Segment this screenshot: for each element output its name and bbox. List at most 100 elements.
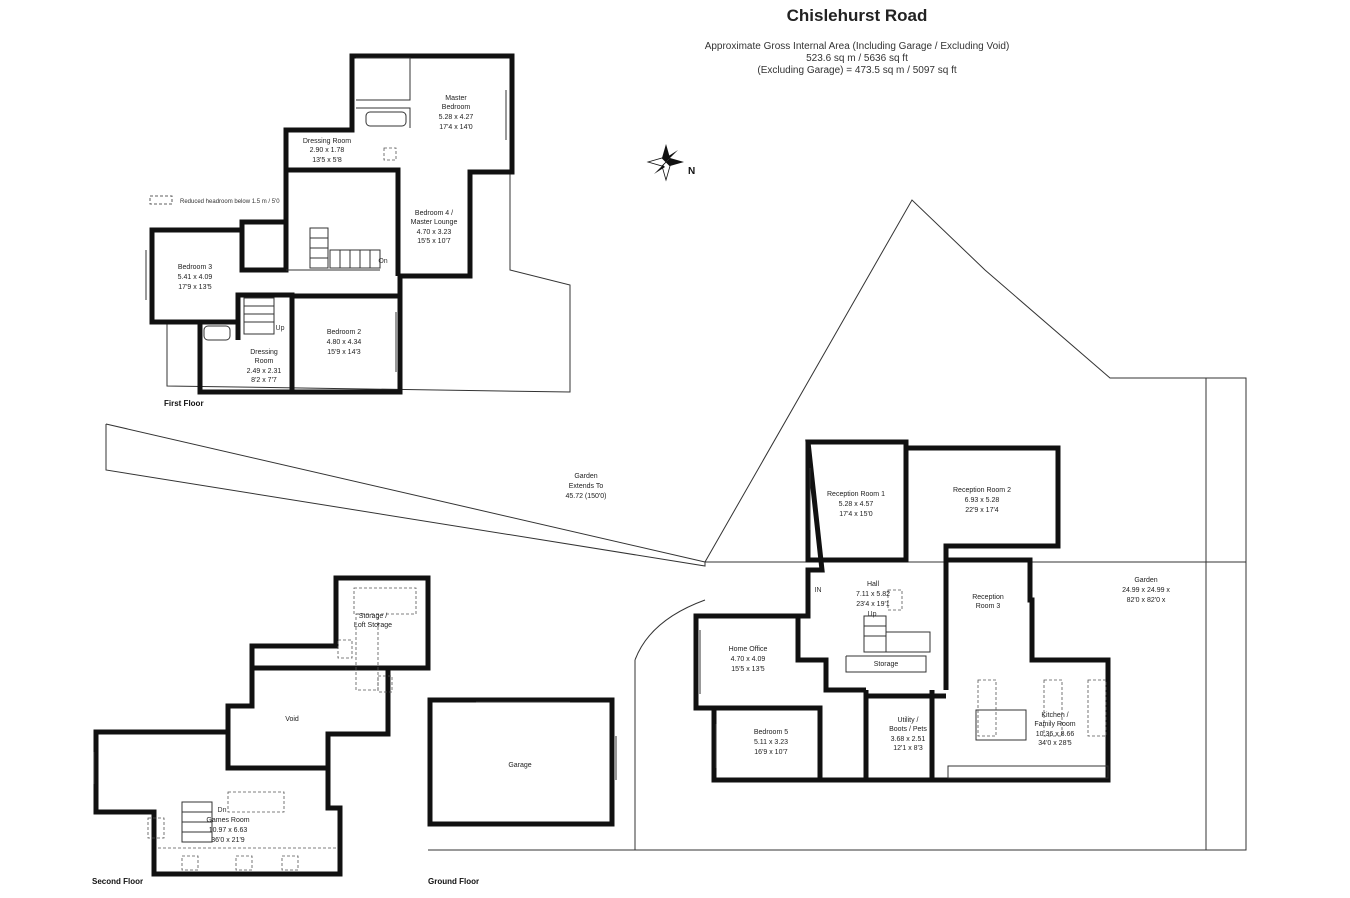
plan-title: Chislehurst Road: [786, 6, 928, 25]
room-name: Bedroom: [442, 104, 471, 111]
stairs-on-marker: On: [378, 258, 387, 265]
area-line-3: (Excluding Garage) = 473.5 sq m / 5097 s…: [757, 65, 957, 76]
room-name: Storage: [874, 661, 899, 668]
room-games-room: Games Room 10.97 x 6.63 36'0 x 21'9: [206, 817, 249, 844]
room-metric: 24.99 x 24.99 x: [1122, 587, 1170, 594]
second-floor-plan: [93, 575, 431, 877]
room-name: Garden: [574, 473, 597, 480]
second-floor-label: Second Floor: [92, 877, 143, 886]
room-imperial: 22'9 x 17'4: [965, 507, 999, 514]
room-metric: 3.68 x 2.51: [891, 736, 926, 743]
room-imperial: 36'0 x 21'9: [211, 837, 245, 844]
room-metric: 4.70 x 3.23: [417, 229, 452, 236]
room-name: Hall: [867, 581, 880, 588]
room-metric: 45.72 (150'0): [565, 493, 606, 500]
room-metric: 5.11 x 3.23: [754, 739, 788, 746]
room-imperial: 17'4 x 14'0: [439, 124, 473, 131]
room-name: Boots / Pets: [889, 726, 927, 733]
room-name: Loft Storage: [354, 622, 392, 629]
room-name: Bedroom 5: [754, 729, 788, 736]
room-name: Home Office: [729, 646, 768, 653]
room-imperial: 15'9 x 14'3: [327, 349, 361, 356]
room-name: Room 3: [976, 603, 1001, 610]
room-imperial: 17'9 x 13'5: [178, 284, 212, 291]
first-floor-plan: [145, 53, 571, 395]
area-line-2: 523.6 sq m / 5636 sq ft: [806, 53, 908, 64]
room-name: Reception Room 1: [827, 491, 885, 498]
room-void: Void: [285, 716, 299, 723]
headroom-legend-swatch: [149, 195, 173, 205]
room-garden-side: Garden 24.99 x 24.99 x 82'0 x 82'0 x: [1122, 577, 1170, 604]
stairs-up-marker: Up: [868, 611, 877, 618]
room-home-office: Home Office 4.70 x 4.09 15'5 x 13'5: [729, 646, 768, 673]
area-line-1: Approximate Gross Internal Area (Includi…: [704, 41, 1010, 52]
room-imperial: 82'0 x 82'0 x: [1127, 597, 1166, 604]
room-name: Bedroom 4 /: [415, 210, 453, 217]
room-garden-extends: Garden Extends To 45.72 (150'0): [565, 473, 606, 500]
room-imperial: 8'2 x 7'7: [251, 377, 277, 384]
room-master-bedroom: Master Bedroom 5.28 x 4.27 17'4 x 14'0: [439, 95, 474, 131]
room-name: Kitchen /: [1041, 712, 1068, 719]
room-imperial: 12'1 x 8'3: [893, 745, 923, 752]
room-name: Utility /: [898, 717, 919, 724]
room-imperial: 16'9 x 10'7: [754, 749, 788, 756]
room-name: Dressing Room: [303, 138, 351, 145]
room-name: Storage /: [359, 613, 387, 620]
room-name: Master Lounge: [411, 219, 458, 226]
stairs-down-marker: Dn: [218, 807, 227, 814]
room-dressing-room-1: Dressing Room 2.90 x 1.78 13'5 x 5'8: [303, 138, 351, 164]
room-bedroom-3: Bedroom 3 5.41 x 4.09 17'9 x 13'5: [178, 264, 213, 291]
room-storage: Storage: [874, 661, 899, 668]
room-name: Family Room: [1034, 721, 1075, 728]
room-name: Garage: [508, 762, 531, 769]
room-name: Room: [255, 358, 274, 365]
compass-rose-icon: [646, 144, 684, 182]
room-name: Master: [445, 95, 467, 102]
headroom-legend-label: Reduced headroom below 1.5 m / 5'0: [180, 199, 280, 205]
room-name: Garden: [1134, 577, 1157, 584]
room-imperial: 15'5 x 10'7: [417, 238, 451, 245]
room-metric: 10.97 x 6.63: [209, 827, 248, 834]
room-dressing-room-2: Dressing Room 2.49 x 2.31 8'2 x 7'7: [247, 349, 282, 384]
room-imperial: 17'4 x 15'0: [839, 511, 873, 518]
compass-label: N: [688, 166, 695, 177]
room-name: Extends To: [569, 483, 604, 490]
room-kitchen: Kitchen / Family Room 10.36 x 8.66 34'0 …: [1034, 712, 1075, 747]
room-metric: 2.90 x 1.78: [310, 147, 345, 154]
room-imperial: 23'4 x 19'1: [856, 601, 890, 608]
room-name: Games Room: [206, 817, 249, 824]
room-metric: 7.11 x 5.82: [856, 591, 890, 598]
ground-floor-label: Ground Floor: [428, 877, 479, 886]
room-bedroom-5: Bedroom 5 5.11 x 3.23 16'9 x 10'7: [754, 729, 788, 756]
room-imperial: 13'5 x 5'8: [312, 157, 342, 164]
room-name: Bedroom 2: [327, 329, 361, 336]
room-imperial: 15'5 x 13'5: [731, 666, 765, 673]
room-metric: 5.41 x 4.09: [178, 274, 213, 281]
room-name: Reception Room 2: [953, 487, 1011, 494]
room-bedroom-2: Bedroom 2 4.80 x 4.34 15'9 x 14'3: [327, 329, 362, 356]
ground-floor-plan: [105, 199, 1247, 851]
room-imperial: 34'0 x 28'5: [1038, 740, 1072, 747]
room-bedroom-4: Bedroom 4 / Master Lounge 4.70 x 3.23 15…: [411, 210, 458, 245]
room-metric: 10.36 x 8.66: [1036, 731, 1075, 738]
room-reception-1: Reception Room 1 5.28 x 4.57 17'4 x 15'0: [827, 491, 885, 518]
room-metric: 6.93 x 5.28: [965, 497, 1000, 504]
room-utility: Utility / Boots / Pets 3.68 x 2.51 12'1 …: [889, 717, 927, 752]
room-hall: Hall 7.11 x 5.82 23'4 x 19'1: [856, 581, 890, 608]
room-loft-storage: Storage / Loft Storage: [354, 613, 392, 629]
entrance-marker: IN: [815, 587, 822, 594]
room-metric: 4.70 x 4.09: [731, 656, 766, 663]
room-metric: 5.28 x 4.57: [839, 501, 874, 508]
room-metric: 2.49 x 2.31: [247, 368, 282, 375]
room-name: Dressing: [250, 349, 278, 356]
room-garage: Garage: [508, 762, 531, 769]
room-name: Reception: [972, 594, 1004, 601]
room-reception-2: Reception Room 2 6.93 x 5.28 22'9 x 17'4: [953, 487, 1011, 514]
room-name: Bedroom 3: [178, 264, 212, 271]
room-name: Void: [285, 716, 299, 723]
first-floor-label: First Floor: [164, 399, 204, 408]
room-reception-3: Reception Room 3: [972, 594, 1004, 610]
stairs-up-marker-first: Up: [276, 325, 285, 332]
room-metric: 5.28 x 4.27: [439, 114, 474, 121]
